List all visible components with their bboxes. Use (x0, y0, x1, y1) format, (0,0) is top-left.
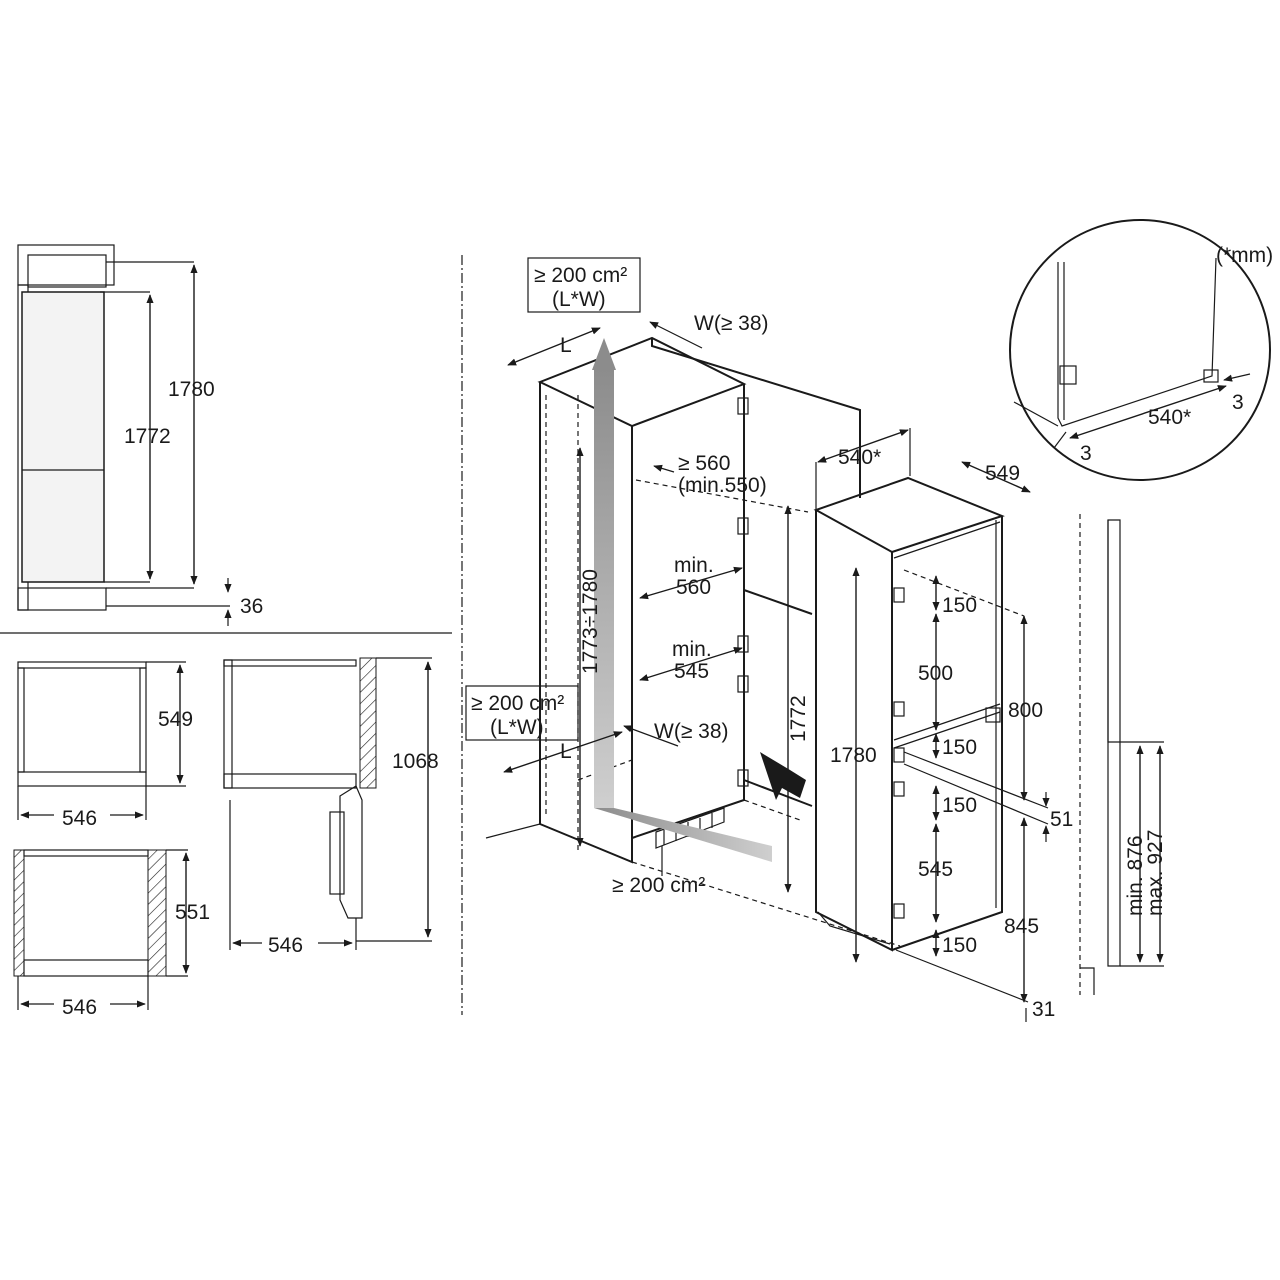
niche-min-value: 560 (676, 576, 711, 599)
upper-door-height: 800 (1008, 699, 1043, 722)
niche-min-label: min. (674, 554, 714, 577)
hinge-545: 545 (918, 858, 953, 881)
hinge-150-a: 150 (942, 594, 977, 617)
detail-circle: (*mm) 540* 3 3 (1009, 219, 1273, 481)
niche-min2-label: min. (672, 638, 712, 661)
door-profile: min. 876 max. 927 (1079, 514, 1167, 995)
side-height-outer: 1780 (168, 378, 215, 401)
detail-gap-right: 3 (1232, 391, 1244, 414)
appliance-3d: 540* 549 1780 150 500 150 150 545 150 80… (813, 428, 1073, 1022)
side-vent-label: ≥ 200 cm² (471, 692, 564, 715)
plan2-depth: 1068 (392, 750, 439, 773)
plan1-depth: 549 (158, 708, 193, 731)
hinge-150-c: 150 (942, 794, 977, 817)
lower-door-height: 845 (1004, 915, 1039, 938)
top-vent-formula: (L*W) (552, 288, 606, 311)
side-height-inner: 1772 (124, 425, 171, 448)
hinge-150-b: 150 (942, 736, 977, 759)
plan-view-3: 551 546 (13, 849, 210, 1019)
niche-height: 1772 (787, 695, 810, 742)
niche-height-range: 1773÷1780 (579, 569, 602, 674)
niche-depth-min: (min.550) (678, 474, 767, 497)
appliance-width: 540* (838, 446, 881, 469)
niche-3d: ≥ 200 cm² (L*W) L W(≥ 38) ≥ 560 (min.550… (465, 257, 901, 947)
niche-depth: ≥ 560 (678, 452, 730, 475)
plan3-depth: 551 (175, 901, 210, 924)
side-vent-formula: (L*W) (490, 716, 544, 739)
hinge-500: 500 (918, 662, 953, 685)
niche-min2-value: 545 (674, 660, 709, 683)
appliance-depth: 549 (985, 462, 1020, 485)
units-note: (*mm) (1216, 244, 1273, 267)
plan-view-2: 1068 546 (223, 657, 439, 957)
door-min: min. 876 (1124, 835, 1147, 916)
top-vent-label: ≥ 200 cm² (534, 264, 627, 287)
side-L-label: L (560, 740, 572, 763)
plan-view-1: 549 546 (17, 661, 193, 830)
plan3-width: 546 (62, 996, 97, 1019)
door-max: max. 927 (1144, 830, 1167, 916)
appliance-height: 1780 (830, 744, 877, 767)
side-bottom-gap: 36 (240, 595, 263, 618)
top-W-label: W(≥ 38) (694, 312, 769, 335)
gap-31: 31 (1032, 998, 1055, 1021)
plan2-width: 546 (268, 934, 303, 957)
side-view: 1780 1772 36 (17, 244, 263, 626)
bottom-vent-label: ≥ 200 cm² (612, 874, 705, 897)
side-W-label: W(≥ 38) (654, 720, 729, 743)
detail-width: 540* (1148, 406, 1191, 429)
top-L-label: L (560, 334, 572, 357)
plan1-width: 546 (62, 807, 97, 830)
gap-51: 51 (1050, 808, 1073, 831)
hinge-150-d: 150 (942, 934, 977, 957)
detail-gap-left: 3 (1080, 442, 1092, 465)
